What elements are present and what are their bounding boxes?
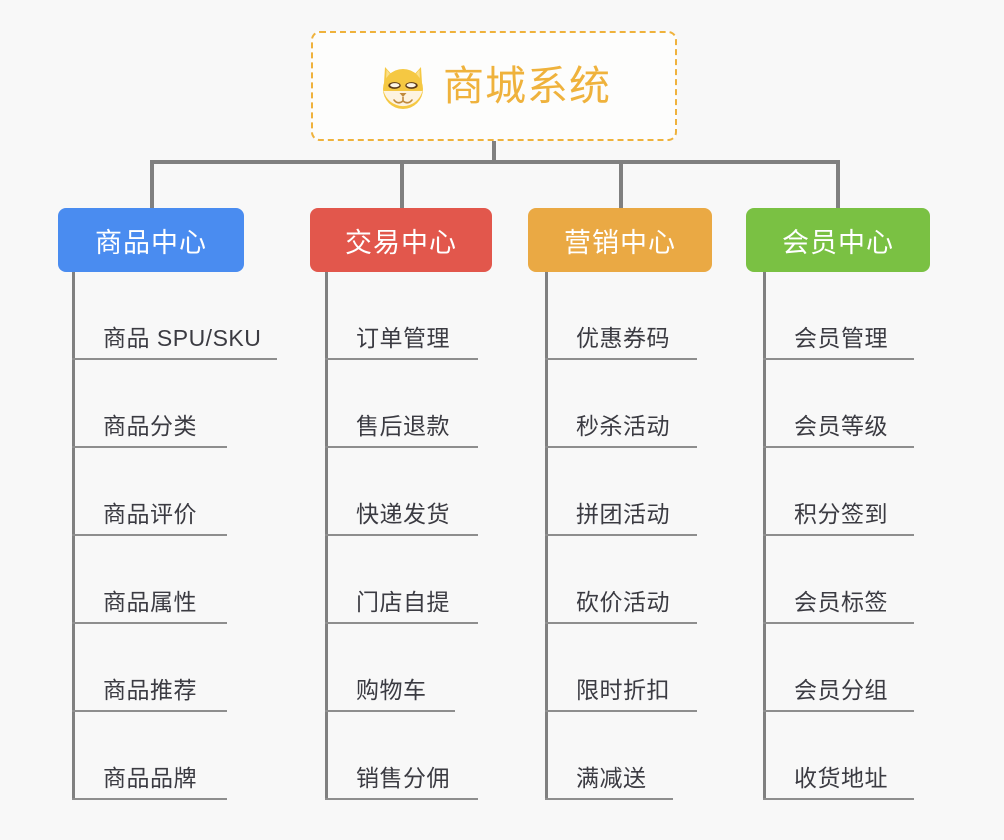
leaf-item[interactable]: 商品 SPU/SKU [72,272,277,360]
leaf-item[interactable]: 优惠券码 [545,272,697,360]
category-label: 营销中心 [564,227,676,258]
leaf-label: 收货地址 [794,765,888,792]
leaf-item[interactable]: 限时折扣 [545,624,697,712]
leaf-label: 会员管理 [794,325,888,352]
category-box-member-center[interactable]: 会员中心 [746,208,930,272]
leaf-spine [72,272,75,800]
leaf-item[interactable]: 销售分佣 [325,712,478,800]
connector-drop-3 [619,160,623,208]
connector-root-stem [492,141,496,164]
leaf-label: 限时折扣 [576,677,670,704]
leaf-label: 商品属性 [103,589,197,616]
leaf-label: 会员标签 [794,589,888,616]
connector-horizontal-bar [150,160,840,164]
leaf-spine [325,272,328,800]
leaf-item[interactable]: 会员管理 [763,272,914,360]
leaf-item[interactable]: 购物车 [325,624,455,712]
leaf-item[interactable]: 商品分类 [72,360,227,448]
root-node-shop-system[interactable]: 商城系统 [311,31,677,141]
leaf-label: 订单管理 [356,325,450,352]
category-label: 会员中心 [782,227,894,258]
leaf-item[interactable]: 订单管理 [325,272,478,360]
leaf-item[interactable]: 会员等级 [763,360,914,448]
leaf-item[interactable]: 商品推荐 [72,624,227,712]
connector-drop-4 [836,160,840,208]
leaf-label: 秒杀活动 [576,413,670,440]
shiba-dog-face-icon [377,61,429,113]
leaf-item[interactable]: 砍价活动 [545,536,697,624]
leaf-label: 商品评价 [103,501,197,528]
category-box-product-center[interactable]: 商品中心 [58,208,244,272]
leaf-item[interactable]: 门店自提 [325,536,478,624]
leaf-item[interactable]: 满减送 [545,712,673,800]
category-label: 商品中心 [95,227,207,258]
leaf-label: 商品分类 [103,413,197,440]
leaf-label: 销售分佣 [356,765,450,792]
leaf-label: 积分签到 [794,501,888,528]
leaf-item[interactable]: 会员标签 [763,536,914,624]
connector-drop-1 [150,160,154,208]
leaf-item[interactable]: 秒杀活动 [545,360,697,448]
connector-drop-2 [400,160,404,208]
leaf-item[interactable]: 商品属性 [72,536,227,624]
leaf-label: 售后退款 [356,413,450,440]
leaf-item[interactable]: 商品品牌 [72,712,227,800]
leaf-label: 商品推荐 [103,677,197,704]
leaf-item[interactable]: 售后退款 [325,360,478,448]
leaf-label: 会员分组 [794,677,888,704]
leaf-spine [545,272,548,800]
leaf-label: 满减送 [576,765,647,792]
category-box-marketing-center[interactable]: 营销中心 [528,208,712,272]
leaf-item[interactable]: 快递发货 [325,448,478,536]
leaf-label: 砍价活动 [576,589,670,616]
leaf-item[interactable]: 会员分组 [763,624,914,712]
leaf-item[interactable]: 商品评价 [72,448,227,536]
leaf-label: 商品 SPU/SKU [103,325,262,352]
leaf-spine [763,272,766,800]
leaf-item[interactable]: 拼团活动 [545,448,697,536]
leaf-label: 门店自提 [356,589,450,616]
leaf-label: 优惠券码 [576,325,670,352]
leaf-item[interactable]: 积分签到 [763,448,914,536]
leaf-label: 拼团活动 [576,501,670,528]
leaf-item[interactable]: 收货地址 [763,712,914,800]
leaf-label: 快递发货 [356,501,450,528]
leaf-label: 会员等级 [794,413,888,440]
category-label: 交易中心 [345,227,457,258]
leaf-label: 商品品牌 [103,765,197,792]
category-box-trade-center[interactable]: 交易中心 [310,208,492,272]
root-title: 商城系统 [443,62,611,109]
leaf-label: 购物车 [356,677,427,704]
